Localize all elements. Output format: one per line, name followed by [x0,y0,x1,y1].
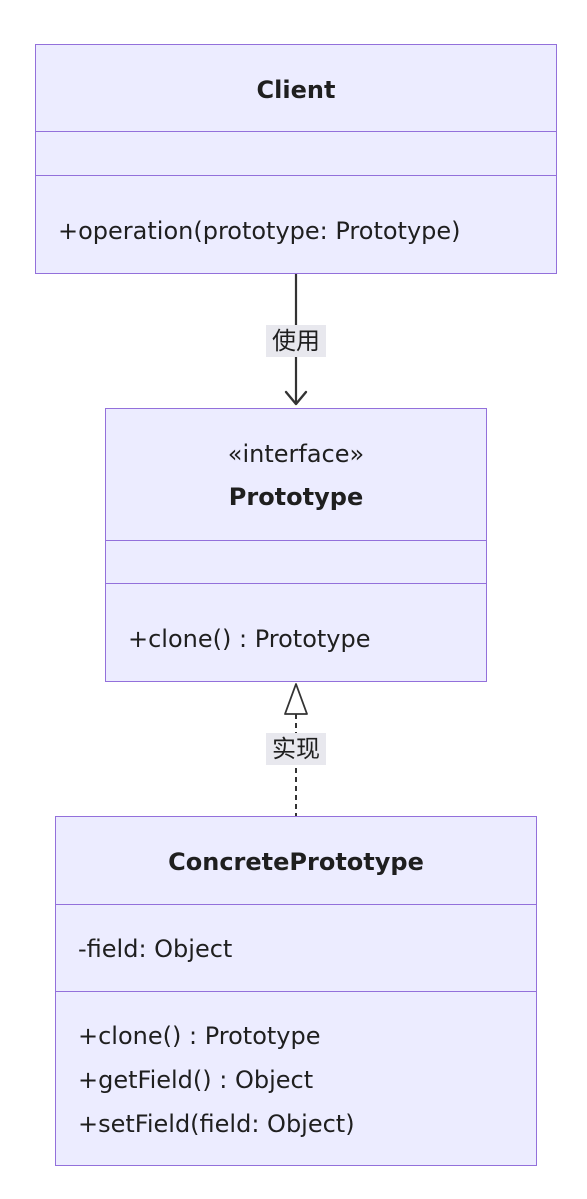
class-prototype-name: Prototype [228,483,364,511]
class-client[interactable]: Client +operation(prototype: Prototype) [35,44,557,274]
uses-label: 使用 [266,325,326,357]
class-concrete-prototype-method-setfield: +setField(field: Object) [78,1110,355,1138]
class-concrete-prototype-name: ConcretePrototype [168,848,424,876]
class-prototype-divider-2 [106,583,486,584]
class-concrete-prototype-method-getfield: +getField() : Object [78,1066,314,1094]
class-concrete-prototype-attribute: -field: Object [78,935,233,963]
class-client-name: Client [256,76,336,104]
class-prototype-header: «interface» Prototype [106,439,486,512]
implements-edge [284,683,308,816]
uses-arrowhead [284,390,308,406]
implements-triangle-head [284,683,308,715]
class-prototype-method: +clone() : Prototype [128,625,371,653]
class-concrete-prototype[interactable]: ConcretePrototype -field: Object +clone(… [55,816,537,1166]
class-client-header: Client [36,75,556,105]
class-concrete-prototype-header: ConcretePrototype [56,847,536,877]
class-client-divider-2 [36,175,556,176]
class-prototype-stereotype: «interface» [227,440,365,468]
class-prototype[interactable]: «interface» Prototype +clone() : Prototy… [105,408,487,682]
class-concrete-prototype-divider-1 [56,904,536,905]
class-client-divider-1 [36,131,556,132]
class-concrete-prototype-divider-2 [56,991,536,992]
implements-label: 实现 [266,733,326,765]
class-concrete-prototype-method-clone: +clone() : Prototype [78,1022,321,1050]
class-prototype-divider-1 [106,540,486,541]
class-client-method: +operation(prototype: Prototype) [58,217,461,245]
